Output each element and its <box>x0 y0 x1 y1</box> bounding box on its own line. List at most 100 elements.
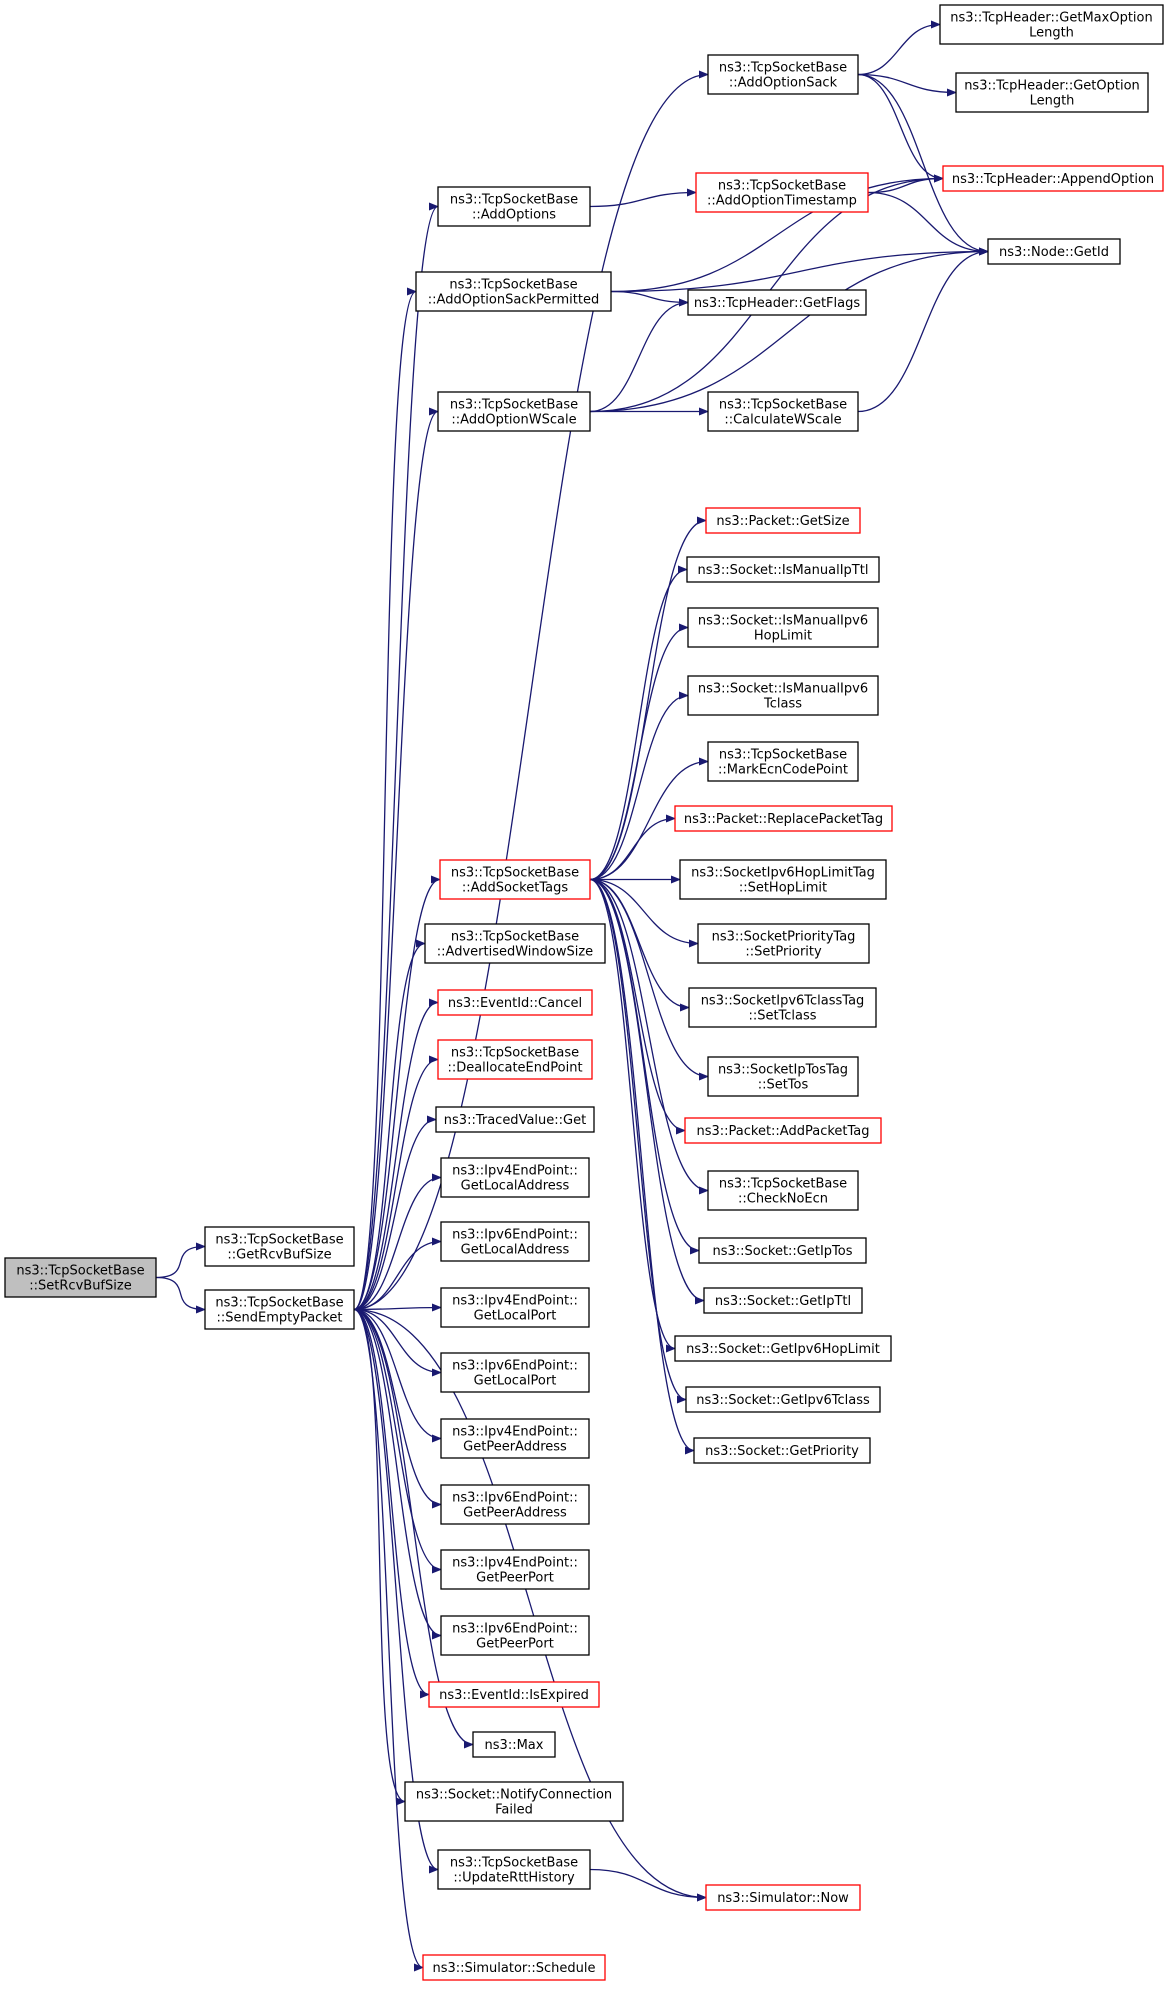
node-tracedget[interactable]: ns3::TracedValue::Get <box>435 1106 595 1133</box>
node-v4peerport[interactable]: ns3::Ipv4EndPoint::GetPeerPort <box>440 1549 590 1590</box>
node-box <box>440 1418 590 1459</box>
node-settclass[interactable]: ns3::SocketIpv6TclassTag::SetTclass <box>688 987 877 1028</box>
node-sendempty[interactable]: ns3::TcpSocketBase::SendEmptyPacket <box>204 1289 355 1330</box>
node-calcwscale[interactable]: ns3::TcpSocketBase::CalculateWScale <box>707 391 859 432</box>
node-simnow[interactable]: ns3::Simulator::Now <box>705 1884 861 1911</box>
node-box <box>688 987 877 1028</box>
node-box <box>435 1106 595 1133</box>
edge-addoptsackperm-to-appendopt <box>610 174 944 293</box>
node-label: ::SetRcvBufSize <box>29 1279 131 1294</box>
node-label: GetLocalAddress <box>461 1243 570 1258</box>
node-box <box>422 1954 606 1981</box>
node-getrcv[interactable]: ns3::TcpSocketBase::GetRcvBufSize <box>204 1226 355 1267</box>
node-label: ::DeallocateEndPoint <box>447 1061 582 1076</box>
node-box <box>437 1039 593 1080</box>
node-getv6hop[interactable]: ns3::Socket::GetIpv6HopLimit <box>674 1335 892 1362</box>
node-v6localport[interactable]: ns3::Ipv6EndPoint::GetLocalPort <box>440 1352 590 1393</box>
node-v6localaddr[interactable]: ns3::Ipv6EndPoint::GetLocalAddress <box>440 1221 590 1262</box>
node-getiptos[interactable]: ns3::Socket::GetIpTos <box>698 1237 867 1264</box>
node-label: ns3::Ipv4EndPoint:: <box>452 1556 578 1571</box>
node-box <box>424 923 606 964</box>
node-label: ns3::Packet::AddPacketTag <box>696 1124 869 1139</box>
node-label: ns3::Socket::GetPriority <box>705 1444 859 1459</box>
node-markecn[interactable]: ns3::TcpSocketBase::MarkEcnCodePoint <box>707 741 859 782</box>
node-setrcv[interactable]: ns3::TcpSocketBase::SetRcvBufSize <box>4 1257 157 1298</box>
node-advwin[interactable]: ns3::TcpSocketBase::AdvertisedWindowSize <box>424 923 606 964</box>
node-appendopt[interactable]: ns3::TcpHeader::AppendOption <box>942 165 1164 192</box>
node-label: ns3::Socket::GetIpTtl <box>715 1294 851 1309</box>
node-addoptsackperm[interactable]: ns3::TcpSocketBase::AddOptionSackPermitt… <box>415 271 612 312</box>
node-label: Length <box>1029 26 1074 41</box>
edge-addsockettags-to-replacetag <box>589 814 676 881</box>
node-replacetag[interactable]: ns3::Packet::ReplacePacketTag <box>674 805 893 832</box>
node-label: Tclass <box>763 697 802 712</box>
node-label: ns3::TcpHeader::AppendOption <box>952 172 1154 187</box>
node-updatertt[interactable]: ns3::TcpSocketBase::UpdateRttHistory <box>437 1849 591 1890</box>
node-label: ::AddSocketTags <box>462 881 568 896</box>
node-max[interactable]: ns3::Max <box>472 1731 556 1758</box>
node-addpkttag[interactable]: ns3::Packet::AddPacketTag <box>684 1117 882 1144</box>
node-box <box>697 923 870 964</box>
node-box <box>705 507 861 534</box>
edge-sendempty-to-notifyfail <box>353 1308 406 1806</box>
node-box <box>987 238 1121 265</box>
node-box <box>404 1781 624 1822</box>
node-setpriority[interactable]: ns3::SocketPriorityTag::SetPriority <box>697 923 870 964</box>
node-v4peeraddr[interactable]: ns3::Ipv4EndPoint::GetPeerAddress <box>440 1418 590 1459</box>
node-addoptions[interactable]: ns3::TcpSocketBase::AddOptions <box>437 186 591 227</box>
node-addoptsack[interactable]: ns3::TcpSocketBase::AddOptionSack <box>707 54 859 95</box>
node-v4localaddr[interactable]: ns3::Ipv4EndPoint::GetLocalAddress <box>440 1157 590 1198</box>
node-addsockettags[interactable]: ns3::TcpSocketBase::AddSocketTags <box>439 859 591 900</box>
node-checknoecn[interactable]: ns3::TcpSocketBase::CheckNoEcn <box>707 1170 859 1211</box>
node-box <box>687 675 879 716</box>
node-label: ns3::EventId::IsExpired <box>439 1688 589 1703</box>
node-addoptts[interactable]: ns3::TcpSocketBase::AddOptionTimestamp <box>695 172 869 213</box>
edge-sendempty-to-v4localaddr <box>353 1173 442 1311</box>
node-box <box>440 1157 590 1198</box>
node-getflags[interactable]: ns3::TcpHeader::GetFlags <box>687 289 867 316</box>
node-label: GetPeerAddress <box>463 1506 567 1521</box>
edge-sendempty-to-v6localport <box>353 1308 442 1377</box>
node-label: ns3::Ipv6EndPoint:: <box>452 1359 578 1374</box>
node-v4localport[interactable]: ns3::Ipv4EndPoint::GetLocalPort <box>440 1287 590 1328</box>
node-v6peeraddr[interactable]: ns3::Ipv6EndPoint::GetPeerAddress <box>440 1484 590 1525</box>
node-label: ns3::SocketIpTosTag <box>718 1063 848 1078</box>
node-sethoplimit[interactable]: ns3::SocketIpv6HopLimitTag::SetHopLimit <box>679 859 887 900</box>
edge-sendempty-to-evexpired <box>353 1308 430 1699</box>
node-addoptwscale[interactable]: ns3::TcpSocketBase::AddOptionWScale <box>437 391 591 432</box>
node-settos[interactable]: ns3::SocketIpTosTag::SetTos <box>707 1056 859 1097</box>
node-getv6tclass[interactable]: ns3::Socket::GetIpv6Tclass <box>685 1386 881 1413</box>
node-getipttl[interactable]: ns3::Socket::GetIpTtl <box>703 1287 863 1314</box>
node-label: ::CalculateWScale <box>724 413 841 428</box>
edge-sendempty-to-advwin <box>353 939 426 1311</box>
node-box <box>942 165 1164 192</box>
node-simschedule[interactable]: ns3::Simulator::Schedule <box>422 1954 606 1981</box>
node-label: ::AddOptionWScale <box>451 413 576 428</box>
node-dealloc[interactable]: ns3::TcpSocketBase::DeallocateEndPoint <box>437 1039 593 1080</box>
node-label: ::AdvertisedWindowSize <box>437 945 593 960</box>
node-box <box>687 289 867 316</box>
node-nodegetid[interactable]: ns3::Node::GetId <box>987 238 1121 265</box>
edge-sendempty-to-addoptsack <box>353 70 709 1311</box>
node-evcancel[interactable]: ns3::EventId::Cancel <box>437 989 593 1016</box>
node-label: GetLocalPort <box>474 1374 557 1389</box>
edge-updatertt-to-simnow <box>589 1868 707 1902</box>
node-label: ns3::TcpSocketBase <box>718 179 846 194</box>
edge-addsockettags-to-setpriority <box>589 878 699 948</box>
node-label: GetPeerPort <box>476 1637 554 1652</box>
node-evexpired[interactable]: ns3::EventId::IsExpired <box>428 1681 600 1708</box>
node-v6peerport[interactable]: ns3::Ipv6EndPoint::GetPeerPort <box>440 1615 590 1656</box>
node-label: ns3::TcpHeader::GetMaxOption <box>950 11 1152 26</box>
node-getpriority[interactable]: ns3::Socket::GetPriority <box>693 1437 871 1464</box>
node-label: ::CheckNoEcn <box>738 1192 828 1207</box>
node-pktgetsize[interactable]: ns3::Packet::GetSize <box>705 507 861 534</box>
edge-setrcv-to-sendempty <box>155 1276 206 1314</box>
node-ismaniplttl[interactable]: ns3::Socket::IsManualIpTtl <box>686 556 880 583</box>
node-box <box>707 54 859 95</box>
node-box <box>703 1287 863 1314</box>
